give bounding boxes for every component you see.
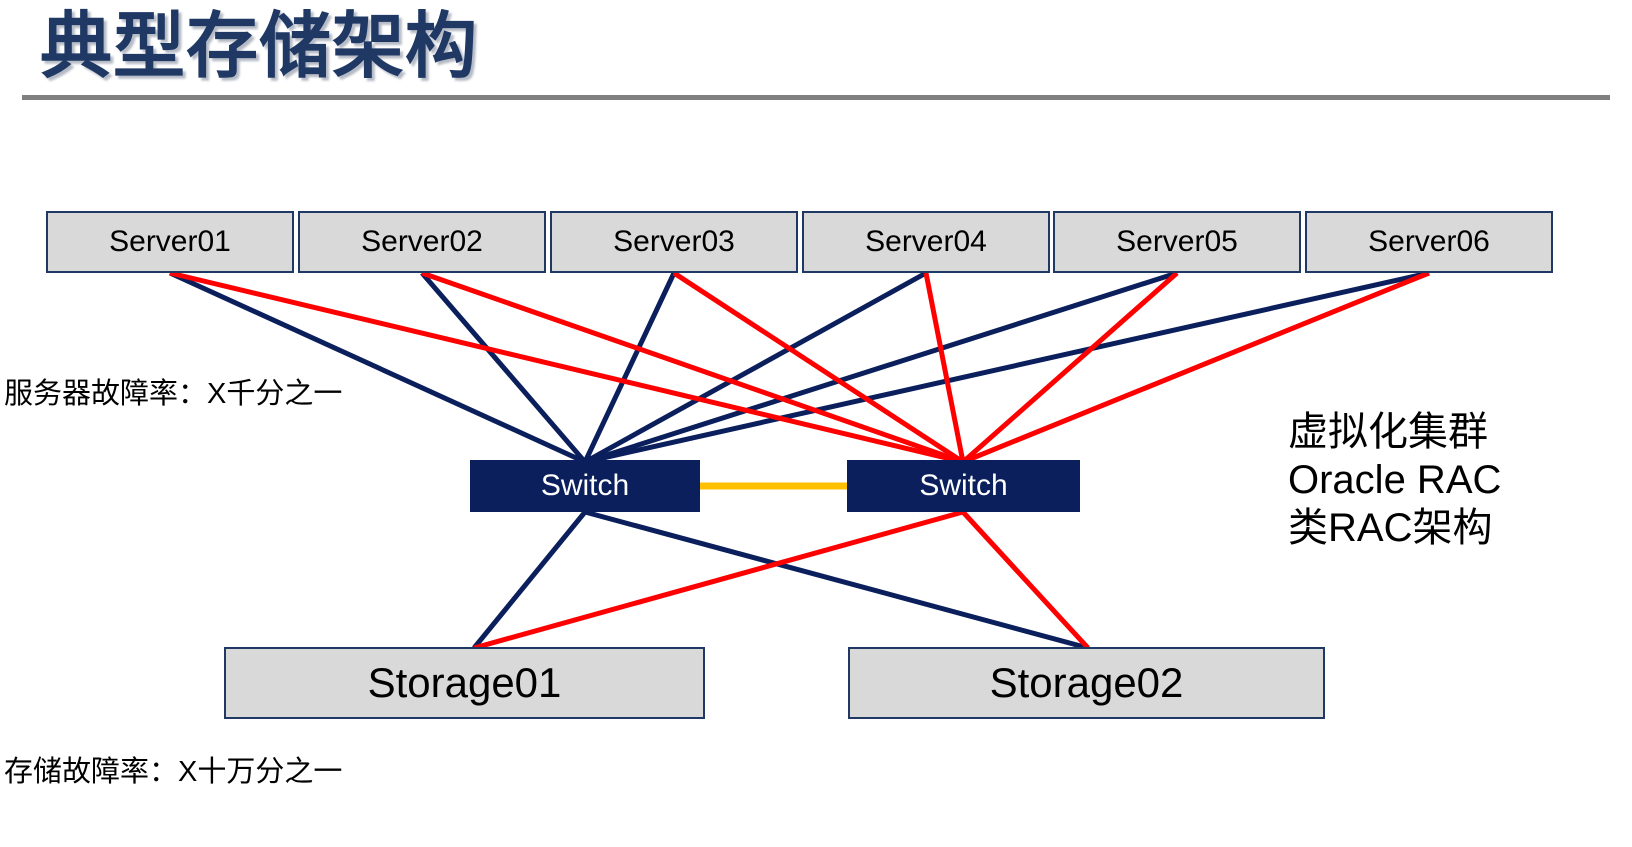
link-server6-switch-left	[584, 270, 1430, 465]
switch-box-right[interactable]: Switch	[847, 460, 1080, 512]
server-label: Server02	[361, 225, 483, 258]
storage-box-01[interactable]: Storage01	[224, 647, 705, 719]
server-box-03[interactable]: Server03	[550, 211, 798, 273]
switch-label: Switch	[540, 469, 630, 502]
server-label: Server06	[1368, 225, 1490, 258]
link-switch-right-storage01	[473, 509, 964, 651]
cluster-note-line-2: Oracle RAC	[1288, 458, 1502, 502]
link-server4-switch-right	[923, 272, 966, 463]
storage-label: Storage01	[367, 659, 562, 706]
server-failure-rate-note: 服务器故障率：X千分之一	[4, 378, 343, 410]
link-server2-switch-right	[421, 270, 964, 465]
link-server2-switch-left	[420, 271, 587, 464]
link-server6-switch-right	[962, 270, 1430, 465]
server-box-02[interactable]: Server02	[298, 211, 546, 273]
link-switch-left-storage01	[472, 510, 587, 650]
server-label: Server03	[613, 225, 735, 258]
page-title: 典型存储架构	[40, 7, 479, 87]
link-server3-switch-left	[582, 271, 677, 464]
link-server5-switch-right	[961, 271, 1179, 464]
cluster-note: 虚拟化集群 Oracle RAC 类RAC架构	[1288, 408, 1501, 552]
server-box-06[interactable]: Server06	[1305, 211, 1553, 273]
server-box-04[interactable]: Server04	[802, 211, 1050, 273]
server-label: Server04	[865, 225, 987, 258]
server-label: Server01	[109, 225, 231, 258]
link-switch-left-storage02	[584, 509, 1089, 651]
server-box-01[interactable]: Server01	[46, 211, 294, 273]
title-divider	[22, 95, 1610, 100]
switch-label: Switch	[919, 469, 1008, 502]
link-server1-switch-left	[168, 270, 587, 465]
link-switch-right-storage02	[961, 510, 1090, 650]
storage-box-02[interactable]: Storage02	[848, 647, 1325, 719]
switch-box-left[interactable]: Switch	[470, 460, 700, 512]
cluster-note-line-3: 类RAC架构	[1288, 506, 1493, 550]
cluster-note-line-1: 虚拟化集群	[1288, 410, 1488, 454]
server-box-05[interactable]: Server05	[1053, 211, 1301, 273]
link-server5-switch-left	[584, 270, 1178, 465]
link-server3-switch-right	[672, 270, 965, 465]
link-server4-switch-left	[583, 270, 928, 465]
link-server1-switch-right	[169, 270, 964, 465]
storage-label: Storage02	[989, 659, 1184, 706]
storage-failure-rate-note: 存储故障率：X十万分之一	[4, 756, 343, 788]
server-label: Server05	[1116, 225, 1238, 258]
